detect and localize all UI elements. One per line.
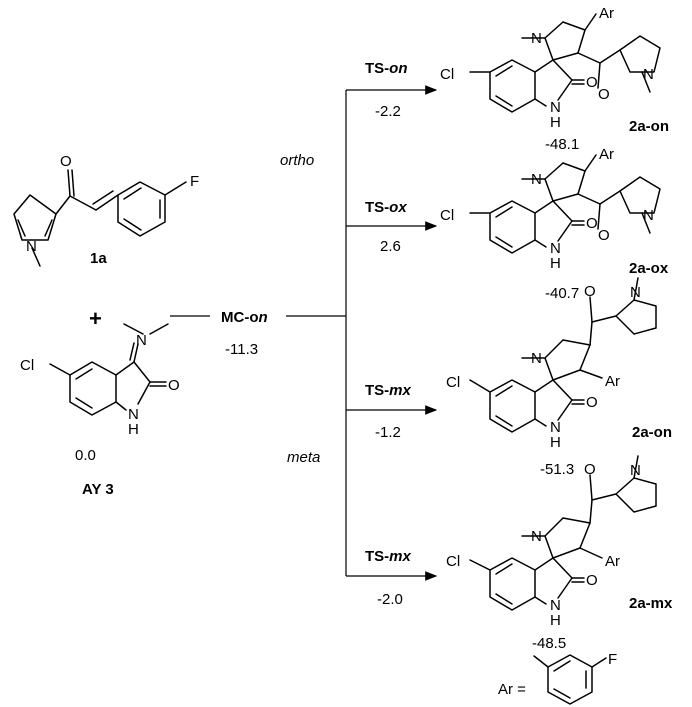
oxindole-h-label: H [128,421,139,438]
p4-o-label: O [586,572,598,589]
p2-o-label: O [586,215,598,232]
p3-n-oxindole-label: N [550,419,561,436]
p3-ar-label: Ar [605,373,620,390]
ylide-energy: 0.0 [75,447,96,464]
plus-sign: + [89,306,102,331]
meta-label: meta [287,449,320,466]
p1-pyrrole-n-label: N [643,66,654,83]
chalcone-1a-structure [13,169,187,267]
product-4-energy: -48.5 [532,635,566,652]
p1-cl-label: Cl [440,66,454,83]
product-2a-ox-structure [469,154,661,254]
p2-n-oxindole-label: N [550,240,561,257]
oxindole-n-label: N [128,406,139,423]
ortho-label: ortho [280,152,314,169]
p3-o-label: O [586,394,598,411]
p3-cl-label: Cl [446,374,460,391]
p2-pyrrole-n-label: N [643,207,654,224]
mc-on-energy: -11.3 [225,341,258,358]
product-3-energy: -51.3 [540,461,574,478]
p2-ar-label: Ar [599,146,614,163]
carbonyl-o-label: O [60,153,72,170]
p1-h-label: H [550,114,561,131]
ts-on-energy: -2.2 [375,103,401,120]
p4-ar-label: Ar [605,553,620,570]
p4-acyl-o-label: O [584,461,596,478]
oxindole-o-label: O [168,377,180,394]
compound-1a-label: 1a [90,250,107,267]
product-2-label: 2a-ox [629,260,669,277]
product-2a-on-meta-structure [469,277,657,433]
iminium-n-label: N [136,332,147,349]
ts-mx-2-energy: -2.0 [377,591,403,608]
ts-mx-1-energy: -1.2 [375,424,401,441]
p4-pyrrole-n-label: N [630,462,641,479]
ar-fluoro-label: F [608,651,617,668]
chloro-label: Cl [20,357,34,374]
product-2a-on-ortho-structure [469,13,661,113]
ts-on-label: TS-on [365,60,408,77]
p1-n-oxindole-label: N [550,99,561,116]
ylide-ay3-structure [49,323,169,416]
p3-pyrrole-n-label: N [630,284,641,301]
p3-h-label: H [550,434,561,451]
p3-n-label: N [531,350,542,367]
ar-definition-label: Ar = [498,681,526,698]
ar-fluorophenyl-structure [533,654,607,705]
product-1-energy: -48.1 [545,136,579,153]
ts-ox-label: TS-ox [365,199,407,216]
product-1-label: 2a-on [629,118,669,135]
pyrrole-n-label: N [26,238,37,255]
ts-mx-1-label: TS-mx [365,382,412,399]
p2-acyl-o-label: O [598,227,610,244]
p1-acyl-o-label: O [598,86,610,103]
p3-acyl-o-label: O [584,283,596,300]
p1-ar-label: Ar [599,5,614,22]
p4-n-label: N [531,528,542,545]
ts-ox-energy: 2.6 [380,238,401,255]
p4-cl-label: Cl [446,553,460,570]
product-4-label: 2a-mx [629,595,673,612]
p1-n-label: N [531,30,542,47]
product-2a-mx-structure [469,455,657,611]
p2-cl-label: Cl [440,207,454,224]
p1-o-label: O [586,74,598,91]
compound-ay3-label: AY 3 [82,481,114,498]
product-2-energy: -40.7 [545,285,579,302]
product-3-label: 2a-on [632,424,672,441]
p2-h-label: H [550,255,561,272]
p4-h-label: H [550,612,561,629]
ts-mx-2-label: TS-mx [365,548,412,565]
p2-n-label: N [531,171,542,188]
fluoro-label: F [190,173,199,190]
mc-on-label: MC-on [221,309,268,326]
p4-n-oxindole-label: N [550,597,561,614]
